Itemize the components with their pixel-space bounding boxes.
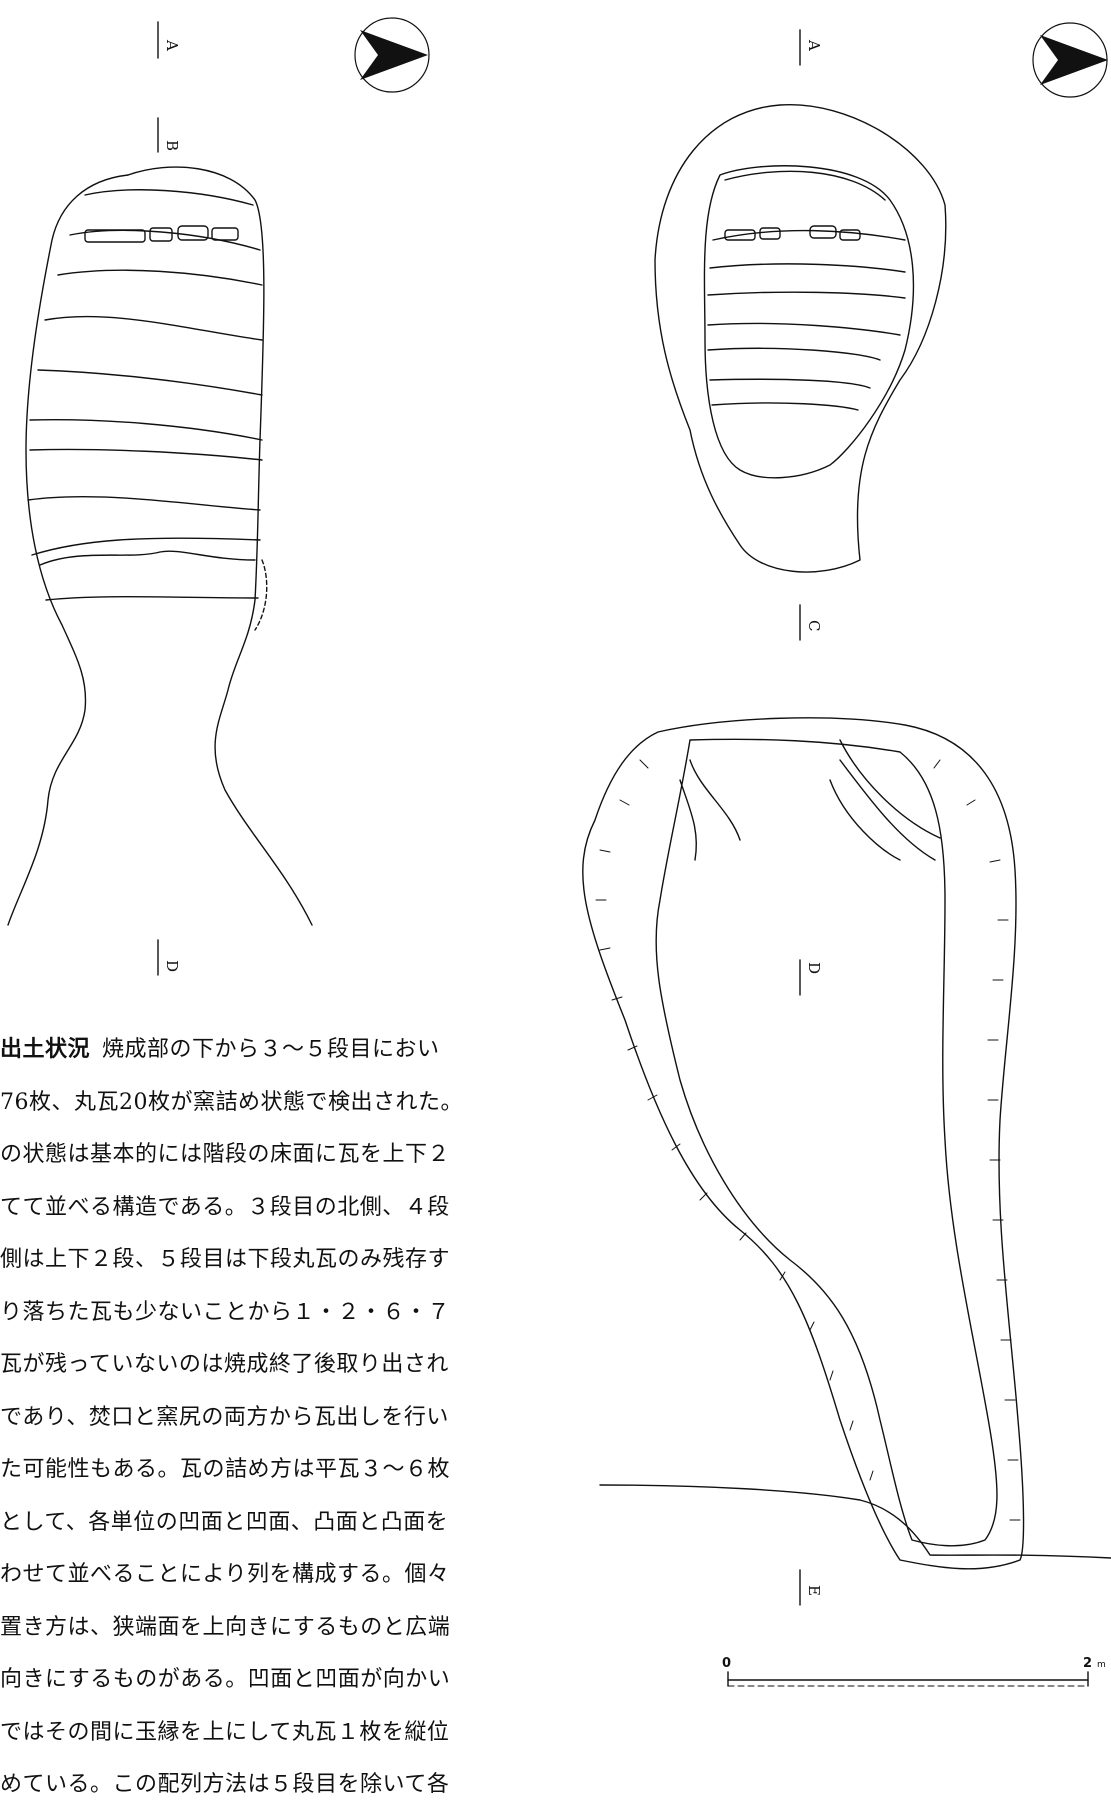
text-line: の状態は基本的には階段の床面に瓦を上下２ [0,1142,451,1167]
text-line: わせて並べることにより列を構成する。個々 [0,1562,450,1587]
right-upper-kiln-plan [654,22,1108,641]
text-line: り落ちた瓦も少ないことから１・２・６・７ [0,1299,451,1325]
text-line: であり、焚口と窯尻の両方から瓦出しを行い [0,1404,449,1430]
text-line: 瓦が残っていないのは焼成終了後取り出され [0,1352,449,1377]
scale-unit-label: m [1097,1660,1106,1670]
text-line: 側は上下２段、５段目は下段丸瓦のみ残存す [0,1247,451,1272]
north-arrow-left-icon [354,17,430,93]
text-line: てて並べる構造である。３段目の北側、４段 [0,1194,450,1220]
kiln-plan-figure: A B D A C D E 0 2 m [7,17,1111,1687]
excavation-text: 出土状況焼成部の下から３～５段目におい 76枚、丸瓦20枚が窯詰め状態で検出され… [0,1024,480,1812]
text-line: 置き方は、狭端面を上向きにするものと広端 [0,1614,451,1640]
scale-end-label: 2 [1083,1656,1093,1671]
section-label-d-left: D [163,960,181,973]
section-label-c-right: C [805,620,823,632]
left-kiln-plan [7,17,430,976]
section-label-e-right: E [805,1585,823,1596]
north-arrow-right-icon [1032,22,1108,98]
text-line: めている。この配列方法は５段目を除いて各 [0,1772,450,1797]
section-label-d-right: D [805,962,823,975]
text-line: た可能性もある。瓦の詰め方は平瓦３～６枚 [0,1457,451,1482]
text-line: ではその間に玉縁を上にして丸瓦１枚を縦位 [0,1719,450,1745]
text-line: 出土状況焼成部の下から３～５段目におい [0,1037,440,1062]
section-label-a-left: A [163,40,181,51]
scale-bar [727,1671,1089,1687]
text-line: 向きにするものがある。凹面と凹面が向かい [0,1667,451,1692]
kiln-plan-drawing [7,17,1111,1687]
scale-start-label: 0 [722,1656,732,1671]
text-line: 76枚、丸瓦20枚が窯詰め状態で検出された。 [0,1089,463,1115]
section-heading: 出土状況 [0,1037,91,1062]
right-lower-kiln-plan [582,717,1111,1606]
section-label-b-left: B [163,140,181,152]
section-label-a-right: A [805,40,823,51]
text-line: として、各単位の凹面と凹面、凸面と凸面を [0,1509,449,1535]
